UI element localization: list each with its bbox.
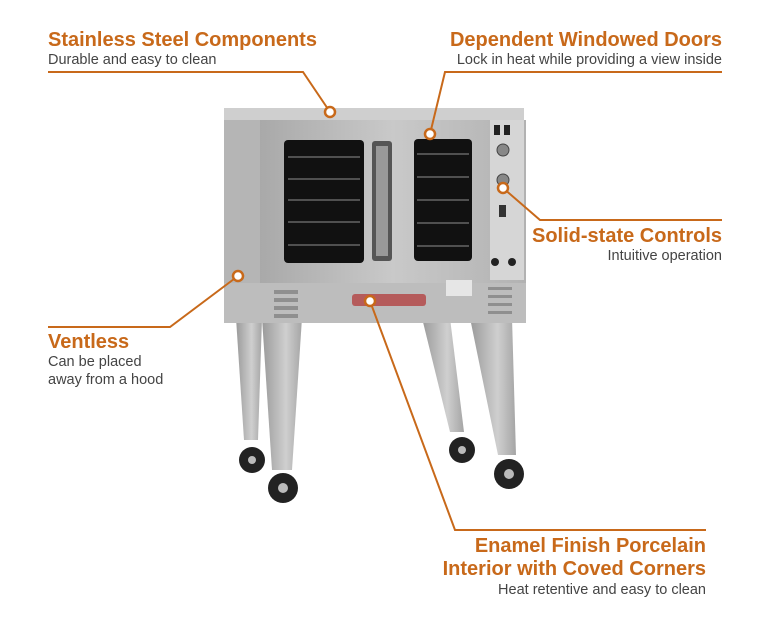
left-door-window <box>284 140 364 263</box>
brand-badge <box>352 294 426 306</box>
feature-title-doors: Dependent Windowed Doors <box>449 29 722 51</box>
leg-back-left <box>236 318 262 440</box>
feature-title-enamel-1: Enamel Finish Porcelain <box>474 535 706 557</box>
callout-markers <box>231 105 510 308</box>
leg-front-right <box>470 318 516 455</box>
feature-subtitle-doors: Lock in heat while providing a view insi… <box>456 52 722 68</box>
feature-title-stainless: Stainless Steel Components <box>48 29 317 51</box>
leg-front-left <box>262 318 302 470</box>
oven-top <box>224 108 524 120</box>
feature-title-enamel-2: Interior with Coved Corners <box>442 558 706 580</box>
feature-subtitle-ventless-1: Can be placed <box>48 354 142 370</box>
feature-subtitle-ventless-2: away from a hood <box>48 372 164 388</box>
control-panel <box>490 120 524 280</box>
vent-louvers <box>274 287 512 318</box>
feature-title-controls: Solid-state Controls <box>531 225 722 247</box>
control-knob <box>496 143 510 157</box>
feature-subtitle-controls: Intuitive operation <box>607 248 722 264</box>
feature-title-ventless: Ventless <box>48 331 130 353</box>
feature-subtitle-stainless: Durable and easy to clean <box>48 52 217 68</box>
feature-subtitle-enamel: Heat retentive and easy to clean <box>498 582 706 598</box>
leg-back-right <box>422 318 464 432</box>
oven-side <box>224 112 264 308</box>
